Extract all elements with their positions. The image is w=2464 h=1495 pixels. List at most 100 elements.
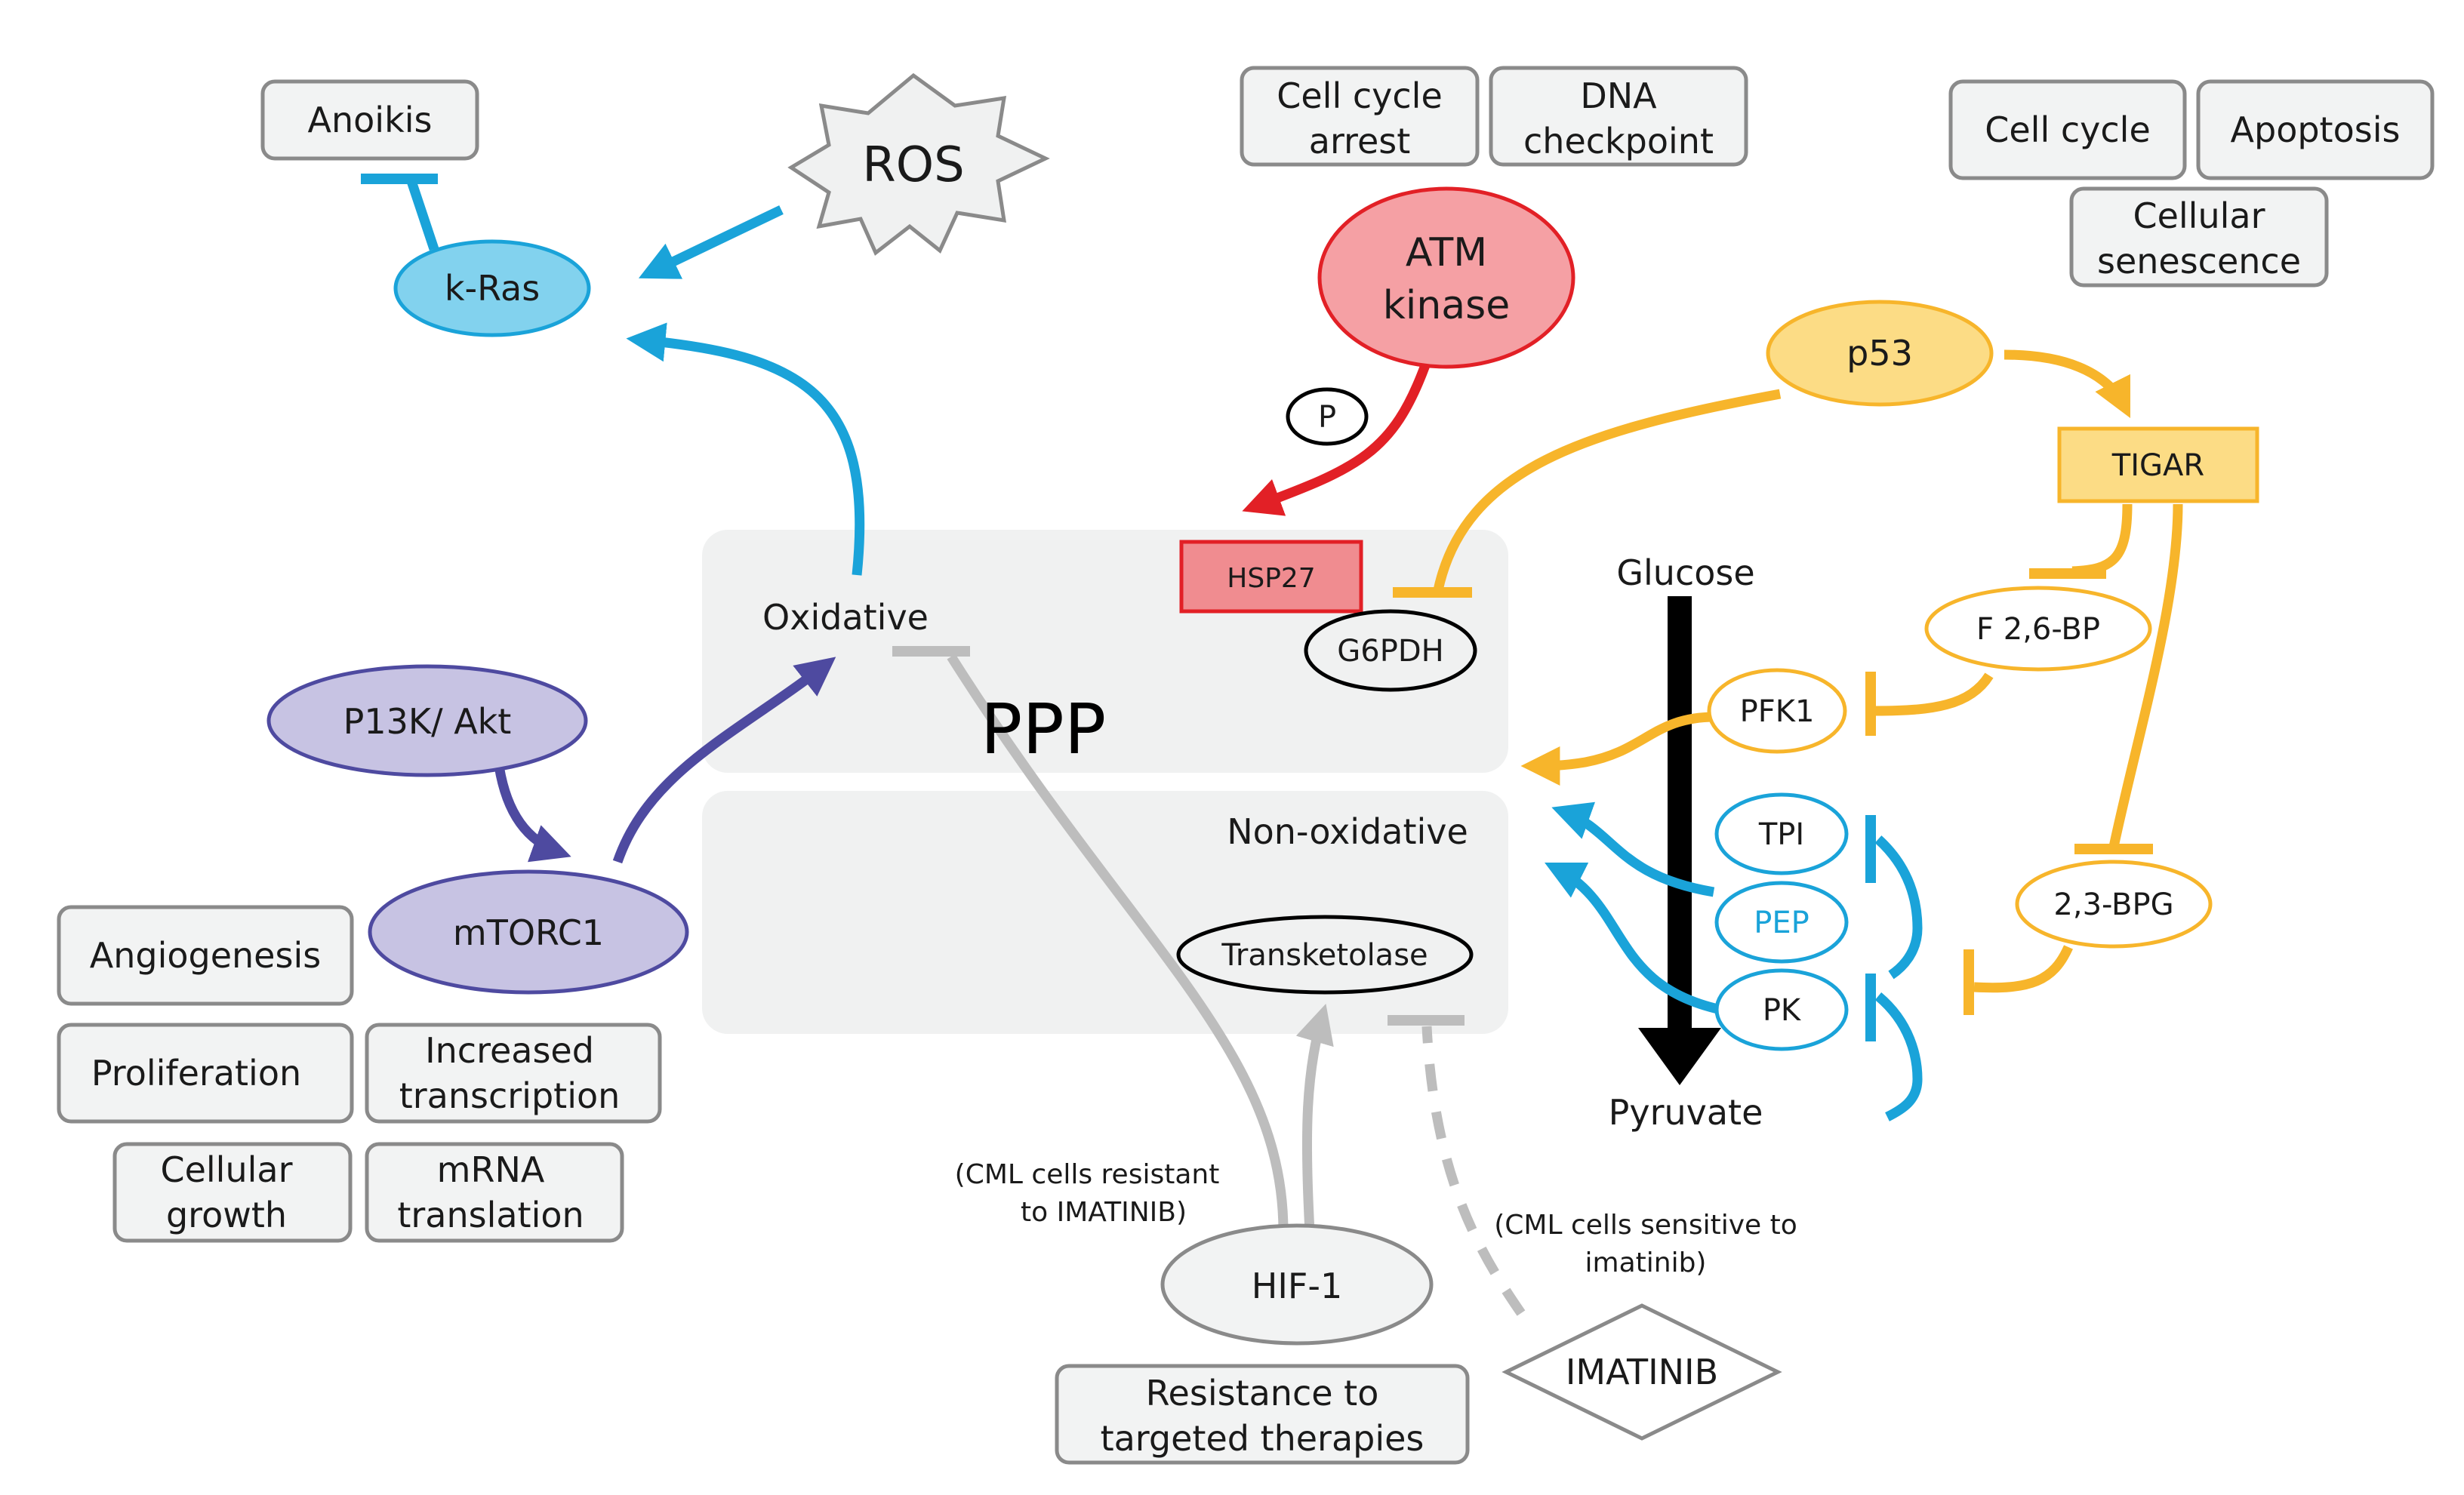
svg-text:Proliferation: Proliferation <box>91 1053 301 1094</box>
glycolysis-arrow-shaft <box>1668 596 1692 1028</box>
pep-node: PEP <box>1714 881 1849 964</box>
hif1-inhibits-oxidative <box>947 654 1289 1232</box>
mtorc1-node: mTORC1 <box>368 869 689 995</box>
svg-text:DNA: DNA <box>1580 75 1657 116</box>
svg-text:targeted therapies: targeted therapies <box>1101 1418 1424 1459</box>
tpi-inhibition-curve <box>1874 835 1923 980</box>
pyruvate-label: Pyruvate <box>1609 1092 1763 1133</box>
imatinib-inhibits-transketolase <box>1421 1026 1526 1316</box>
ros-starburst-icon <box>787 72 1050 256</box>
tigar-node: TIGAR <box>2057 426 2259 503</box>
svg-text:Transketolase: Transketolase <box>1221 938 1428 973</box>
cellular-growth-box: Cellular growth <box>112 1142 353 1243</box>
tpi-to-non-oxidative-arrow <box>1551 801 1715 897</box>
hif1-node: HIF-1 <box>1160 1223 1434 1346</box>
svg-text:IMATINIB: IMATINIB <box>1566 1352 1718 1392</box>
svg-text:Angiogenesis: Angiogenesis <box>90 935 321 976</box>
svg-text:Cell cycle: Cell cycle <box>1985 109 2151 150</box>
svg-text:kinase: kinase <box>1383 283 1510 328</box>
bpg23-node: 2,3-BPG <box>2015 860 2213 949</box>
sensitive-note-line2: imatinib) <box>1585 1247 1707 1278</box>
anoikis-box: Anoikis <box>260 79 479 161</box>
svg-text:P13K/ Akt: P13K/ Akt <box>343 701 512 742</box>
svg-text:TPI: TPI <box>1758 817 1804 852</box>
mrna-translation-box: mRNA translation <box>365 1142 624 1243</box>
angiogenesis-box: Angiogenesis <box>57 905 354 1006</box>
svg-text:p53: p53 <box>1846 333 1913 374</box>
p53-inhibits-g6pdh <box>1433 389 1782 592</box>
kras-inhibits-anoikis <box>406 179 439 251</box>
non-oxidative-label: Non-oxidative <box>1227 811 1468 852</box>
pi3k-akt-node: P13K/ Akt <box>266 664 588 777</box>
resistant-note-line1: (CML cells resistant <box>955 1159 1220 1190</box>
atm-to-hsp27-arrow <box>1242 363 1431 516</box>
tigar-inhibits-f26bp <box>2071 503 2133 577</box>
oxidative-to-kras-arrow <box>626 322 865 576</box>
transketolase-node: Transketolase <box>1176 915 1474 995</box>
g6pdh-node: G6PDH <box>1304 609 1477 692</box>
hif1-to-transketolase-arrow <box>1295 1004 1334 1232</box>
apoptosis-box: Apoptosis <box>2196 79 2435 180</box>
svg-text:transcription: transcription <box>399 1075 621 1116</box>
pk-node: PK <box>1714 968 1849 1051</box>
svg-text:k-Ras: k-Ras <box>445 268 540 309</box>
ros-to-kras-arrow <box>638 205 784 279</box>
tigar-inhibits-bpg <box>2108 503 2183 848</box>
increased-transcription-box: Increased transcription <box>365 1023 662 1124</box>
ros-node: ROS <box>787 72 1050 256</box>
svg-text:HSP27: HSP27 <box>1227 563 1315 594</box>
svg-text:Resistance to: Resistance to <box>1146 1373 1379 1413</box>
pfk1-to-ppp-arrow <box>1520 712 1716 786</box>
sensitive-note-line1: (CML cells sensitive to <box>1494 1210 1797 1241</box>
pi3k-to-mtorc1-arrow <box>493 760 571 863</box>
cell-cycle-arrest-box: Cell cycle arrest <box>1240 66 1480 167</box>
glycolysis-arrow-head <box>1638 1028 1721 1085</box>
kras-node: k-Ras <box>393 239 591 337</box>
svg-text:PK: PK <box>1763 993 1802 1028</box>
atm-kinase-node: ATM kinase <box>1317 186 1575 369</box>
svg-text:Cellular: Cellular <box>160 1149 292 1190</box>
proliferation-box: Proliferation <box>57 1023 354 1124</box>
svg-text:F 2,6-BP: F 2,6-BP <box>1976 612 2100 647</box>
p53-to-tigar-arrow <box>2004 349 2130 418</box>
svg-text:mTORC1: mTORC1 <box>453 912 604 953</box>
f26bp-inhibits-pfk1 <box>1875 672 1994 716</box>
phosphate-node: P <box>1286 387 1369 446</box>
svg-text:HIF-1: HIF-1 <box>1252 1266 1342 1306</box>
svg-text:ATM: ATM <box>1406 230 1487 275</box>
resistance-box: Resistance to targeted therapies <box>1055 1364 1470 1465</box>
resistant-note-line2: to IMATINIB) <box>1021 1197 1187 1228</box>
svg-text:senescence: senescence <box>2097 241 2301 281</box>
glucose-label: Glucose <box>1616 552 1754 593</box>
oxidative-label: Oxidative <box>762 597 929 638</box>
dna-checkpoint-box: DNA checkpoint <box>1489 66 1748 167</box>
svg-text:Cell cycle: Cell cycle <box>1277 75 1443 116</box>
cell-cycle-box: Cell cycle <box>1948 79 2187 180</box>
svg-text:growth: growth <box>166 1195 287 1235</box>
svg-text:mRNA: mRNA <box>437 1149 545 1190</box>
imatinib-node: IMATINIB <box>1502 1303 1782 1441</box>
pk-inhibition-curve <box>1874 992 1923 1121</box>
svg-text:arrest: arrest <box>1309 121 1411 161</box>
svg-text:TIGAR: TIGAR <box>2111 448 2204 483</box>
svg-text:G6PDH: G6PDH <box>1337 634 1443 669</box>
ppp-title: PPP <box>981 689 1106 770</box>
cellular-senescence-box: Cellular senescence <box>2069 186 2329 288</box>
hsp27-node: HSP27 <box>1179 540 1363 614</box>
svg-text:Cellular: Cellular <box>2133 195 2265 236</box>
svg-text:Apoptosis: Apoptosis <box>2231 109 2401 150</box>
svg-text:PFK1: PFK1 <box>1740 694 1815 729</box>
svg-text:Increased: Increased <box>425 1030 594 1071</box>
pk-to-non-oxidative-arrow <box>1545 863 1730 1017</box>
tpi-node: TPI <box>1714 792 1849 875</box>
svg-text:checkpoint: checkpoint <box>1523 121 1714 161</box>
mtorc1-to-oxidative-arrow <box>612 657 836 864</box>
f26bp-node: F 2,6-BP <box>1924 586 2152 672</box>
pfk1-node: PFK1 <box>1707 668 1847 754</box>
p53-node: p53 <box>1766 300 1994 407</box>
bpg-inhibits-pk <box>1973 945 2073 993</box>
svg-text:2,3-BPG: 2,3-BPG <box>2053 887 2173 922</box>
svg-text:Anoikis: Anoikis <box>308 100 433 140</box>
svg-text:translation: translation <box>397 1195 584 1235</box>
